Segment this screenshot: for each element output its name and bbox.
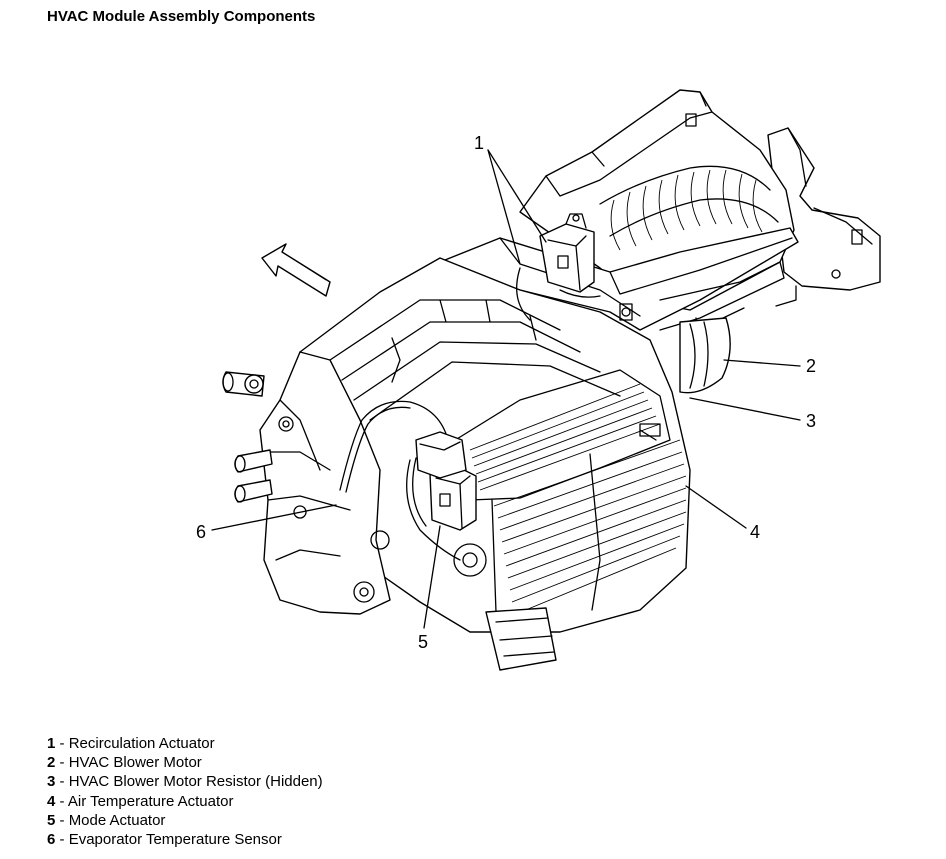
left-end-bracket xyxy=(259,351,391,615)
callout-3: 3 xyxy=(806,411,816,431)
legend-separator: - xyxy=(55,792,68,810)
blower-fins xyxy=(610,169,763,251)
legend-text: Air Temperature Actuator xyxy=(67,792,234,810)
legend-separator: - xyxy=(55,831,69,849)
air-temperature-actuator xyxy=(415,431,487,577)
legend-text: Recirculation Actuator xyxy=(68,735,215,752)
leader-line-6 xyxy=(211,504,337,531)
callout-4: 4 xyxy=(750,522,760,542)
leader-lines xyxy=(211,149,801,629)
legend-text: Evaporator Temperature Sensor xyxy=(68,831,282,849)
leader-line-1b xyxy=(487,149,547,243)
legend-separator: - xyxy=(55,754,69,772)
legend-text: HVAC Blower Motor Resistor (Hidden) xyxy=(68,773,323,791)
legend-number: 2 xyxy=(47,754,56,772)
component-legend: 1 - Recirculation Actuator 2 - HVAC Blow… xyxy=(47,734,323,849)
legend-number: 4 xyxy=(47,792,56,810)
blower-motor xyxy=(679,317,731,394)
callout-6: 6 xyxy=(196,522,206,542)
direction-arrow-icon xyxy=(261,243,331,297)
legend-text: HVAC Blower Motor xyxy=(68,754,202,772)
mode-actuator xyxy=(429,465,477,531)
heater-core-pipes xyxy=(222,371,273,503)
wiring-harness xyxy=(339,267,601,561)
callout-1: 1 xyxy=(474,133,484,153)
legend-item: 6 - Evaporator Temperature Sensor xyxy=(47,830,323,849)
legend-item: 5 - Mode Actuator xyxy=(47,811,323,830)
page-title: HVAC Module Assembly Components xyxy=(47,8,316,25)
rear-bracket xyxy=(767,127,881,307)
legend-separator: - xyxy=(55,811,69,829)
leader-line-3 xyxy=(689,397,801,421)
legend-number: 3 xyxy=(47,773,56,791)
leader-line-4 xyxy=(685,485,747,529)
legend-item: 2 - HVAC Blower Motor xyxy=(47,753,323,772)
module-case xyxy=(299,257,691,671)
legend-item: 3 - HVAC Blower Motor Resistor (Hidden) xyxy=(47,772,323,791)
legend-separator: - xyxy=(55,773,69,791)
leader-line-5 xyxy=(423,525,441,629)
legend-text: Mode Actuator xyxy=(68,811,166,829)
legend-item: 4 - Air Temperature Actuator xyxy=(47,792,323,811)
leader-line-1a xyxy=(487,149,521,265)
legend-number: 6 xyxy=(47,831,56,849)
callout-2: 2 xyxy=(806,356,816,376)
legend-separator: - xyxy=(55,735,69,752)
legend-number: 1 xyxy=(47,735,56,752)
recirculation-actuator xyxy=(539,213,595,293)
callout-5: 5 xyxy=(418,632,428,652)
legend-item: 1 - Recirculation Actuator xyxy=(47,734,323,753)
case-ribs xyxy=(469,383,687,615)
legend-number: 5 xyxy=(47,811,56,829)
leader-line-2 xyxy=(723,359,801,367)
